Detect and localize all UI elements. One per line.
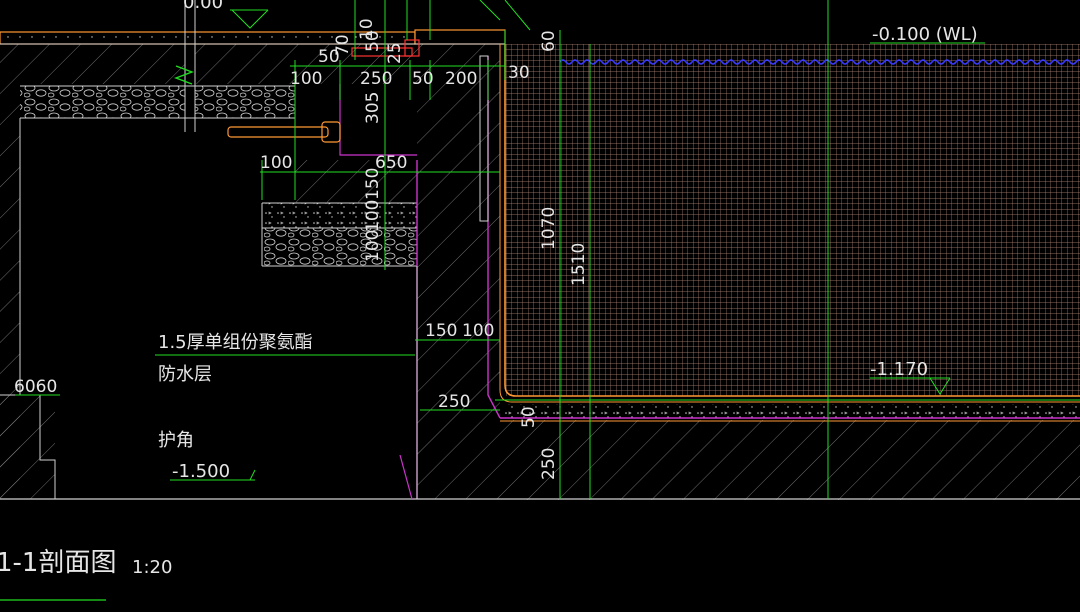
- elevation-foundation: -1.500: [172, 461, 230, 482]
- dim-50b: 50: [363, 30, 383, 52]
- dim-650: 650: [375, 153, 407, 173]
- water-surface-line: [559, 59, 1080, 65]
- note-waterproof-line1: 1.5厚单组份聚氨酯: [158, 332, 313, 353]
- note-corner: 护角: [158, 430, 194, 451]
- dim-50c: 50: [412, 69, 434, 89]
- dim-100d: 100: [363, 230, 383, 262]
- left-soil-hatch: [0, 44, 295, 499]
- elevation-pool-bottom: -1.170: [870, 359, 928, 380]
- drain-pipe: [174, 0, 341, 143]
- dimension-lines: [15, 0, 1080, 499]
- elevation-top: 0.00: [183, 0, 223, 13]
- gravel-layer: [20, 85, 417, 267]
- dim-70: 70: [333, 34, 353, 56]
- elevation-water-level: -0.100 (WL): [872, 24, 978, 45]
- dim-100a: 100: [290, 69, 322, 89]
- dim-150b: 150: [425, 321, 457, 341]
- wall-hatch: [295, 44, 1080, 500]
- dim-60a: 60: [539, 30, 559, 52]
- dim-1510: 1510: [569, 243, 589, 286]
- dim-150a: 150: [363, 168, 383, 200]
- drawing-title: 1-1剖面图: [0, 548, 116, 578]
- dim-50d: 50: [519, 406, 539, 428]
- dim-10: 10: [357, 18, 377, 40]
- note-waterproof-line2: 防水层: [158, 364, 212, 385]
- dim-1070: 1070: [539, 207, 559, 250]
- dim-50a: 50: [318, 47, 340, 67]
- pool-water: [499, 44, 1080, 422]
- dim-250b: 250: [438, 392, 470, 412]
- dim-25: 25: [385, 42, 405, 64]
- dim-30: 30: [508, 63, 530, 83]
- dim-250c: 250: [539, 448, 559, 480]
- drawing-scale: 1:20: [132, 557, 172, 578]
- dim-250a: 250: [360, 69, 392, 89]
- dim-100e: 100: [462, 321, 494, 341]
- dim-6060: 6060: [14, 377, 57, 397]
- dim-100b: 100: [260, 153, 292, 173]
- dim-305: 305: [363, 92, 383, 124]
- dim-100c: 100: [363, 200, 383, 232]
- top-paving: [0, 29, 506, 45]
- dim-200: 200: [445, 69, 477, 89]
